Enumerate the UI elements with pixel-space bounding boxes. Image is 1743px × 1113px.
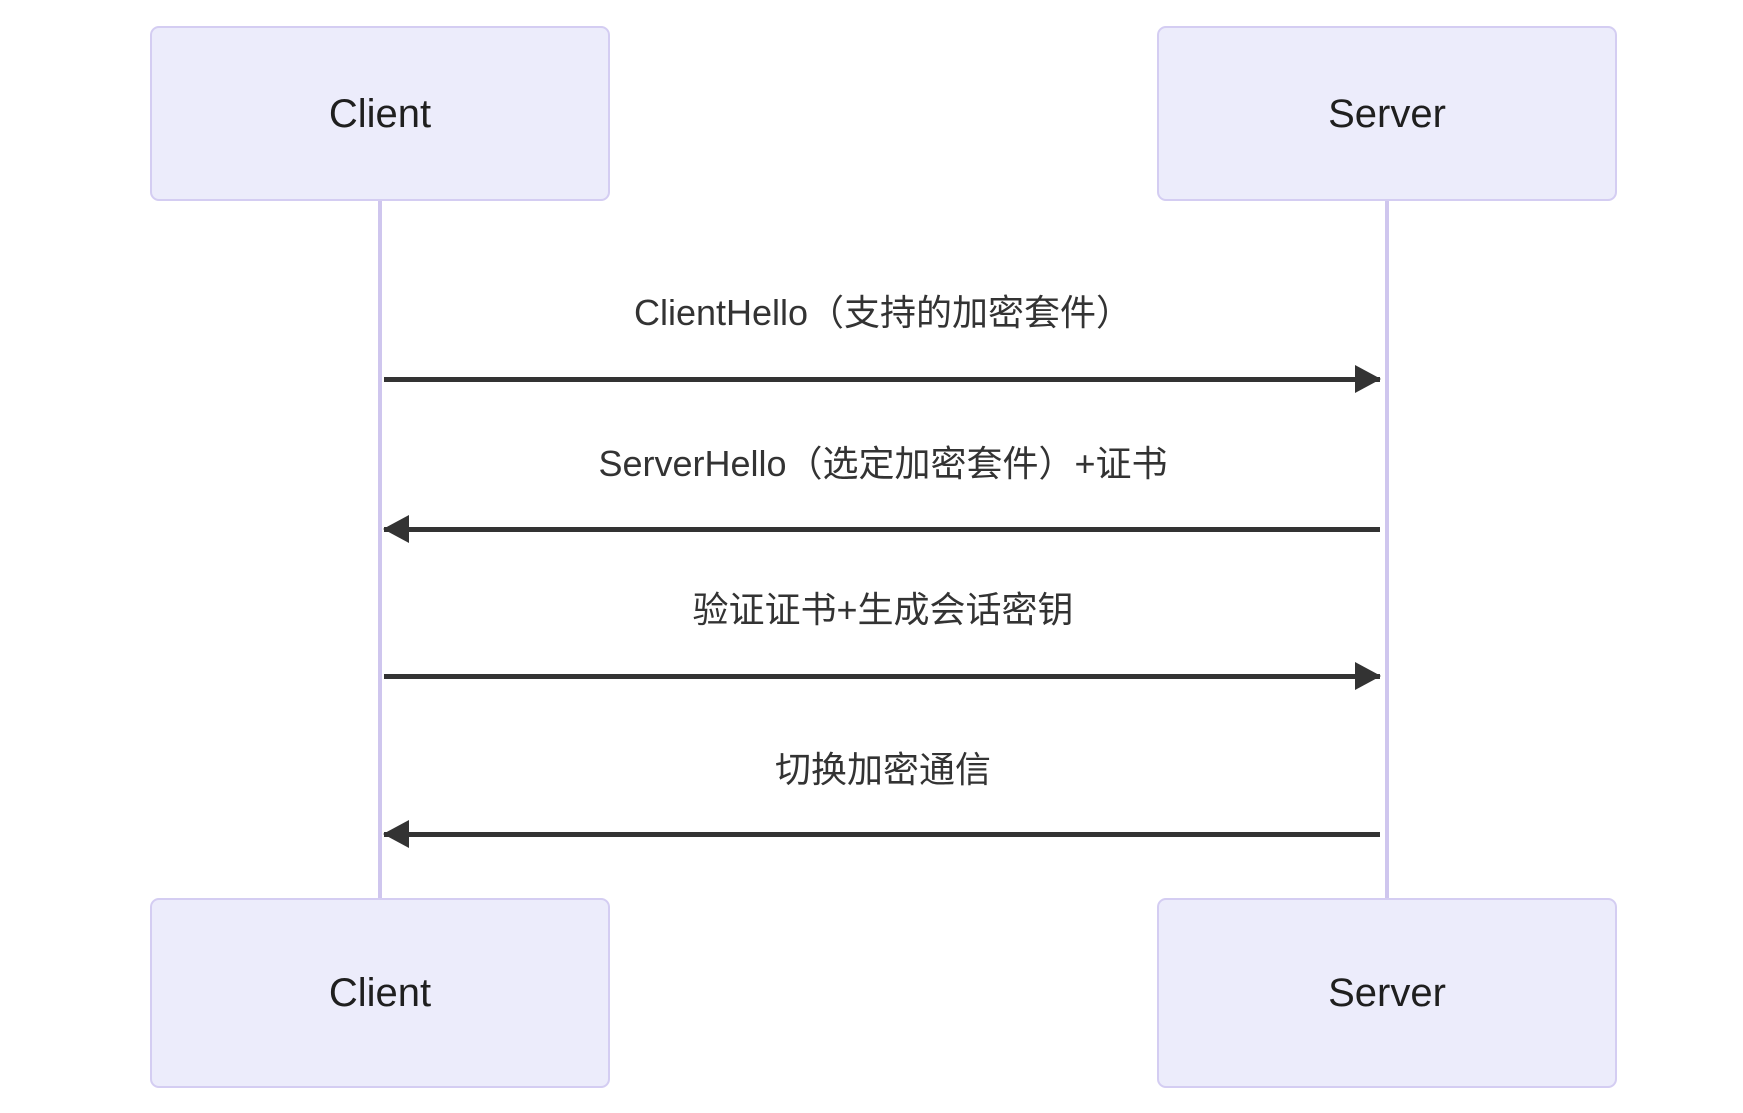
- participant-box-server-top[interactable]: Server: [1157, 26, 1617, 201]
- message-label-4: 切换加密通信: [774, 749, 991, 790]
- participant-label-client-bottom: Client: [328, 971, 432, 1015]
- message-label-2: ServerHello（选定加密套件）+证书: [598, 443, 1168, 484]
- message-arrow-shaft-3: [384, 674, 1380, 679]
- participant-label-client-top: Client: [328, 91, 432, 136]
- message-arrow-shaft-4: [384, 832, 1380, 837]
- arrowhead-left-4: [383, 820, 409, 848]
- participant-label-server-top: Server: [1328, 91, 1446, 136]
- participant-box-client-bottom[interactable]: Client: [150, 898, 610, 1088]
- participant-box-client-top[interactable]: Client: [150, 26, 610, 201]
- arrowhead-left-2: [383, 515, 409, 543]
- participant-box-server-bottom[interactable]: Server: [1157, 898, 1617, 1088]
- lifeline-server: [1385, 200, 1389, 900]
- lifeline-client: [378, 200, 382, 900]
- message-arrow-4: [383, 820, 1380, 848]
- message-label-3: 验证证书+生成会话密钥: [692, 589, 1074, 630]
- message-arrow-3: [384, 662, 1381, 690]
- message-arrow-2: [383, 515, 1380, 543]
- message-arrow-shaft-2: [384, 527, 1380, 532]
- message-arrow-shaft-1: [384, 377, 1380, 382]
- participant-label-server-bottom: Server: [1328, 971, 1446, 1015]
- arrowhead-right-1: [1355, 365, 1381, 393]
- arrowhead-right-3: [1355, 662, 1381, 690]
- message-arrow-1: [384, 365, 1381, 393]
- message-label-1: ClientHello（支持的加密套件）: [633, 292, 1133, 333]
